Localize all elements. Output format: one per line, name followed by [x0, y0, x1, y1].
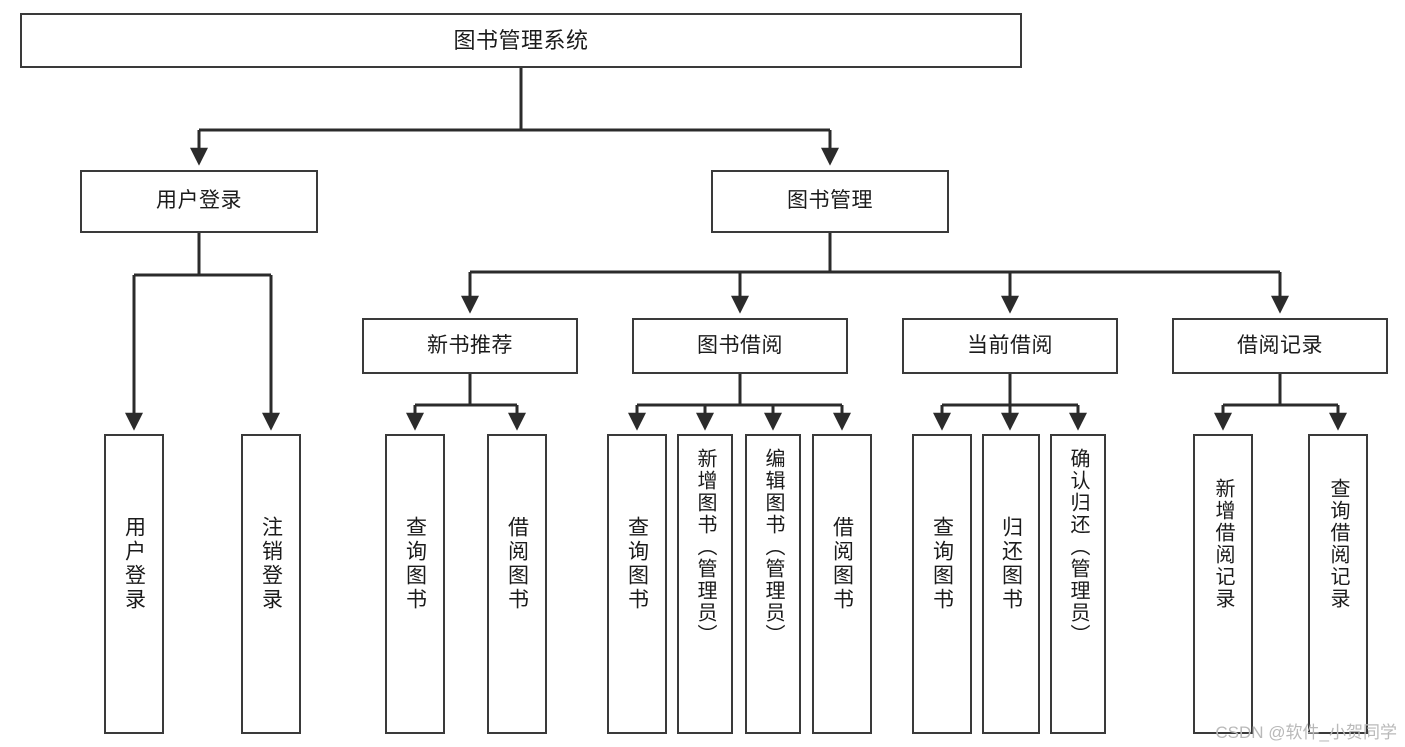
node-label: 注销登录	[259, 516, 283, 612]
node-label: 查询图书	[403, 516, 427, 612]
node-borrow-record[interactable]: 借阅记录	[1172, 318, 1388, 374]
leaf-query-book-borrow[interactable]: 查询图书	[607, 434, 667, 734]
node-label: 图书借阅	[697, 333, 783, 357]
node-new-book-recommend[interactable]: 新书推荐	[362, 318, 578, 374]
node-label: 图书管理	[787, 189, 873, 213]
node-label: 当前借阅	[967, 333, 1053, 357]
node-label: 归还图书	[999, 516, 1023, 612]
node-label: 查询图书	[930, 516, 954, 612]
node-label: 借阅图书	[505, 516, 529, 612]
node-label: 用户登录	[156, 189, 242, 213]
node-current-borrow[interactable]: 当前借阅	[902, 318, 1118, 374]
leaf-borrow-book[interactable]: 借阅图书	[812, 434, 872, 734]
node-label: 借阅图书	[830, 516, 854, 612]
node-label: 新增图书（管理员）	[694, 448, 716, 646]
leaf-return-book[interactable]: 归还图书	[982, 434, 1040, 734]
leaf-confirm-return-admin[interactable]: 确认归还（管理员）	[1050, 434, 1106, 734]
node-book-management[interactable]: 图书管理	[711, 170, 949, 233]
node-label: 查询图书	[625, 516, 649, 612]
node-label: 用户登录	[122, 516, 146, 612]
leaf-add-borrow-record[interactable]: 新增借阅记录	[1193, 434, 1253, 734]
node-root[interactable]: 图书管理系统	[20, 13, 1022, 68]
node-book-borrow[interactable]: 图书借阅	[632, 318, 848, 374]
leaf-query-book-current[interactable]: 查询图书	[912, 434, 972, 734]
leaf-edit-book-admin[interactable]: 编辑图书（管理员）	[745, 434, 801, 734]
node-label: 编辑图书（管理员）	[762, 448, 784, 646]
node-label: 确认归还（管理员）	[1067, 448, 1089, 646]
node-label: 新书推荐	[427, 333, 513, 357]
leaf-borrow-book-newbook[interactable]: 借阅图书	[487, 434, 547, 734]
node-label: 新增借阅记录	[1212, 478, 1234, 610]
leaf-logout[interactable]: 注销登录	[241, 434, 301, 734]
node-label: 借阅记录	[1237, 333, 1323, 357]
node-label: 查询借阅记录	[1327, 478, 1349, 610]
node-label: 图书管理系统	[453, 27, 589, 53]
leaf-query-borrow-record[interactable]: 查询借阅记录	[1308, 434, 1368, 734]
leaf-query-book-newbook[interactable]: 查询图书	[385, 434, 445, 734]
node-user-login[interactable]: 用户登录	[80, 170, 318, 233]
leaf-add-book-admin[interactable]: 新增图书（管理员）	[677, 434, 733, 734]
leaf-user-login[interactable]: 用户登录	[104, 434, 164, 734]
